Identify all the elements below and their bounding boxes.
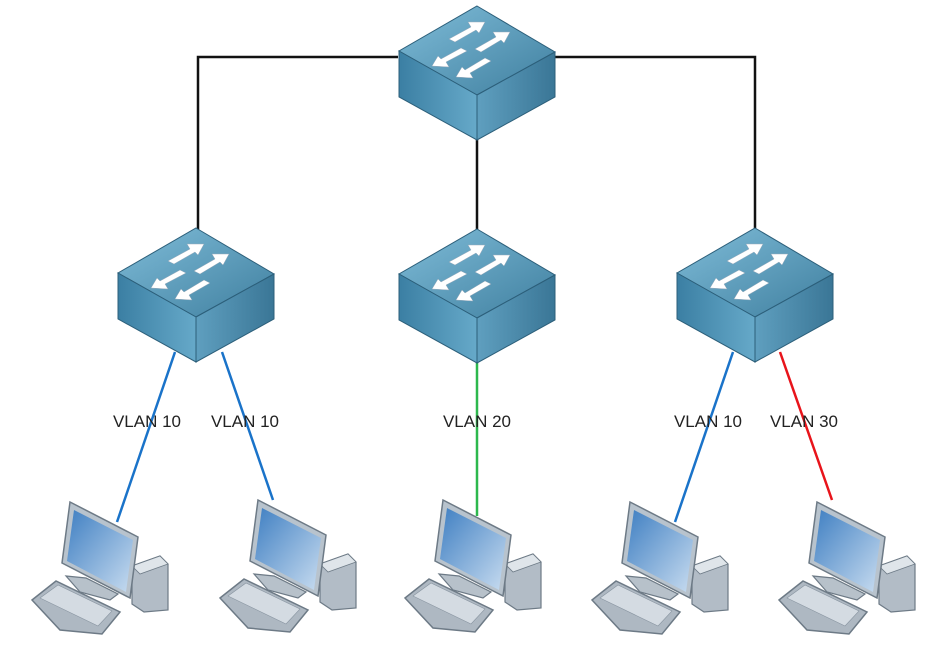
trunk-link-right (555, 55, 757, 234)
trunk-links (196, 55, 757, 234)
core-switch-icon[interactable] (398, 5, 556, 141)
access-link-1 (115, 351, 177, 523)
access-switch-1-icon[interactable] (117, 227, 275, 363)
computer-3-icon[interactable] (404, 499, 542, 633)
trunk-link-left (196, 55, 398, 234)
computer-5-icon[interactable] (778, 501, 916, 635)
computer-4-icon[interactable] (591, 501, 729, 635)
link-label-1: VLAN 10 (113, 412, 181, 431)
computer-1-icon[interactable] (31, 501, 169, 635)
link-label-5: VLAN 30 (770, 412, 838, 431)
access-switch-3-icon[interactable] (676, 227, 834, 363)
access-link-2 (220, 351, 275, 501)
link-label-4: VLAN 10 (674, 412, 742, 431)
access-switch-2-icon[interactable] (398, 228, 556, 364)
access-links (115, 351, 834, 523)
access-link-5 (778, 351, 834, 501)
link-label-2: VLAN 10 (211, 412, 279, 431)
computer-2-icon[interactable] (219, 499, 357, 633)
link-label-3: VLAN 20 (443, 412, 511, 431)
access-link-4 (673, 351, 735, 523)
